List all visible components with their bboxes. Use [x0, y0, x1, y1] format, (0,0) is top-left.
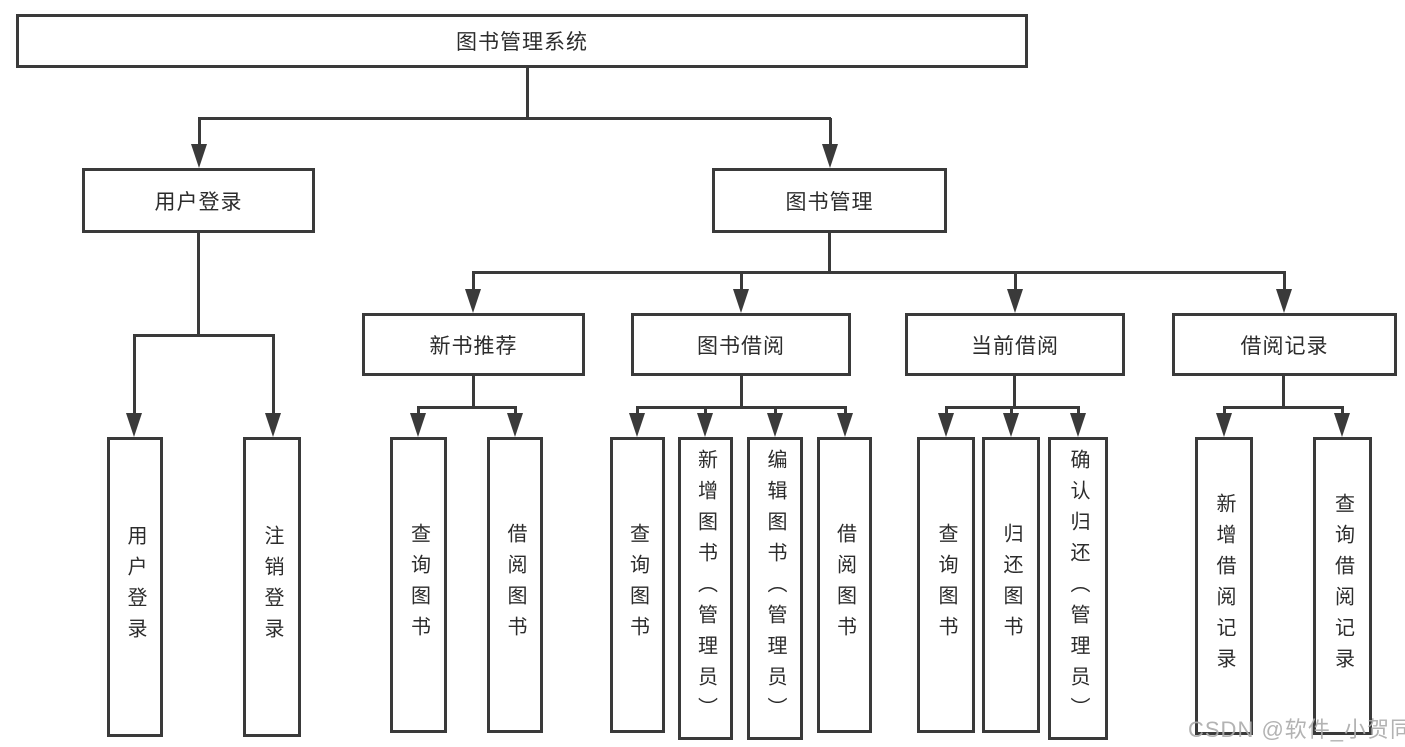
node-leaf-return-books: 归还图书 — [982, 437, 1040, 733]
node-label: 图书管理系统 — [456, 31, 588, 54]
arrow-down-icon — [507, 413, 523, 437]
arrow-stem — [1010, 407, 1013, 415]
arrow-stem — [945, 407, 948, 415]
arrow-stem — [774, 407, 777, 415]
arrow-down-icon — [191, 144, 207, 168]
node-leaf-query-borrow-record: 查询借阅记录 — [1313, 437, 1372, 735]
connector-line — [198, 117, 831, 120]
node-book-management: 图书管理 — [712, 168, 947, 233]
arrow-down-icon — [465, 289, 481, 313]
connector-line — [1013, 376, 1016, 408]
node-label: 查询图书 — [626, 523, 649, 647]
arrow-down-icon — [767, 413, 783, 437]
arrow-stem — [704, 407, 707, 415]
node-label: 查询图书 — [407, 523, 430, 647]
node-leaf-borrow-books-borrowing: 借阅图书 — [817, 437, 872, 733]
arrow-down-icon — [126, 413, 142, 437]
node-new-book-recommend: 新书推荐 — [362, 313, 585, 376]
node-label: 用户登录 — [154, 190, 243, 214]
arrow-stem — [829, 118, 832, 146]
arrow-down-icon — [1276, 289, 1292, 313]
node-leaf-logout: 注销登录 — [243, 437, 301, 737]
node-label: 图书管理 — [785, 190, 874, 214]
arrow-down-icon — [629, 413, 645, 437]
arrow-down-icon — [1003, 413, 1019, 437]
arrow-stem — [133, 335, 136, 415]
arrow-down-icon — [1334, 413, 1350, 437]
connector-line — [1223, 406, 1344, 409]
node-label: 归还图书 — [1000, 523, 1022, 647]
node-label: 借阅记录 — [1240, 334, 1329, 358]
node-label: 新增图书（管理员） — [694, 449, 717, 728]
arrow-stem — [417, 407, 420, 415]
arrow-down-icon — [265, 413, 281, 437]
connector-line — [197, 233, 200, 336]
arrow-down-icon — [837, 413, 853, 437]
arrow-down-icon — [822, 144, 838, 168]
arrow-stem — [740, 272, 743, 291]
arrow-down-icon — [1070, 413, 1086, 437]
arrow-stem — [1014, 272, 1017, 291]
node-label: 注销登录 — [261, 525, 283, 649]
node-label: 借阅图书 — [504, 523, 526, 647]
arrow-down-icon — [1216, 413, 1232, 437]
node-label: 查询图书 — [935, 523, 957, 647]
arrow-stem — [636, 407, 639, 415]
arrow-stem — [272, 335, 275, 415]
node-label: 查询借阅记录 — [1331, 493, 1354, 679]
arrow-stem — [472, 272, 475, 291]
arrow-stem — [844, 407, 847, 415]
node-label: 用户登录 — [124, 525, 146, 649]
node-leaf-query-books-recommend: 查询图书 — [390, 437, 447, 733]
node-label: 确认归还（管理员） — [1067, 449, 1089, 728]
arrow-stem — [1223, 407, 1226, 415]
connector-line — [472, 376, 475, 408]
arrow-stem — [1077, 407, 1080, 415]
arrow-stem — [1341, 407, 1344, 415]
connector-line — [526, 68, 529, 119]
connector-line — [472, 271, 1286, 274]
connector-line — [636, 406, 847, 409]
node-label: 图书借阅 — [697, 334, 785, 358]
node-book-borrowing: 图书借阅 — [631, 313, 851, 376]
node-label: 新增借阅记录 — [1213, 493, 1235, 679]
arrow-down-icon — [410, 413, 426, 437]
node-root: 图书管理系统 — [16, 14, 1028, 68]
connector-line — [740, 376, 743, 408]
node-current-borrowing: 当前借阅 — [905, 313, 1125, 376]
node-user-login: 用户登录 — [82, 168, 315, 233]
node-label: 当前借阅 — [971, 334, 1059, 358]
connector-line — [417, 406, 517, 409]
arrow-down-icon — [1007, 289, 1023, 313]
node-leaf-edit-books-admin: 编辑图书（管理员） — [747, 437, 803, 740]
arrow-down-icon — [697, 413, 713, 437]
arrow-stem — [1283, 272, 1286, 291]
node-leaf-query-books-current: 查询图书 — [917, 437, 975, 733]
connector-line — [828, 233, 831, 273]
arrow-down-icon — [733, 289, 749, 313]
node-label: 新书推荐 — [429, 334, 518, 358]
arrow-down-icon — [938, 413, 954, 437]
node-leaf-query-books-borrowing: 查询图书 — [610, 437, 665, 733]
connector-line — [1282, 375, 1285, 408]
node-leaf-add-borrow-record: 新增借阅记录 — [1195, 437, 1253, 735]
node-label: 编辑图书（管理员） — [764, 449, 786, 728]
node-label: 借阅图书 — [833, 523, 856, 647]
arrow-stem — [514, 407, 517, 415]
node-leaf-borrow-books-recommend: 借阅图书 — [487, 437, 543, 733]
node-leaf-confirm-return-admin: 确认归还（管理员） — [1048, 437, 1108, 740]
node-borrow-records: 借阅记录 — [1172, 313, 1397, 376]
arrow-stem — [198, 118, 201, 146]
node-leaf-user-login: 用户登录 — [107, 437, 163, 737]
node-leaf-add-books-admin: 新增图书（管理员） — [678, 437, 733, 740]
watermark: CSDN @软件_小贺同学 — [1188, 717, 1405, 742]
connector-line — [133, 334, 275, 337]
